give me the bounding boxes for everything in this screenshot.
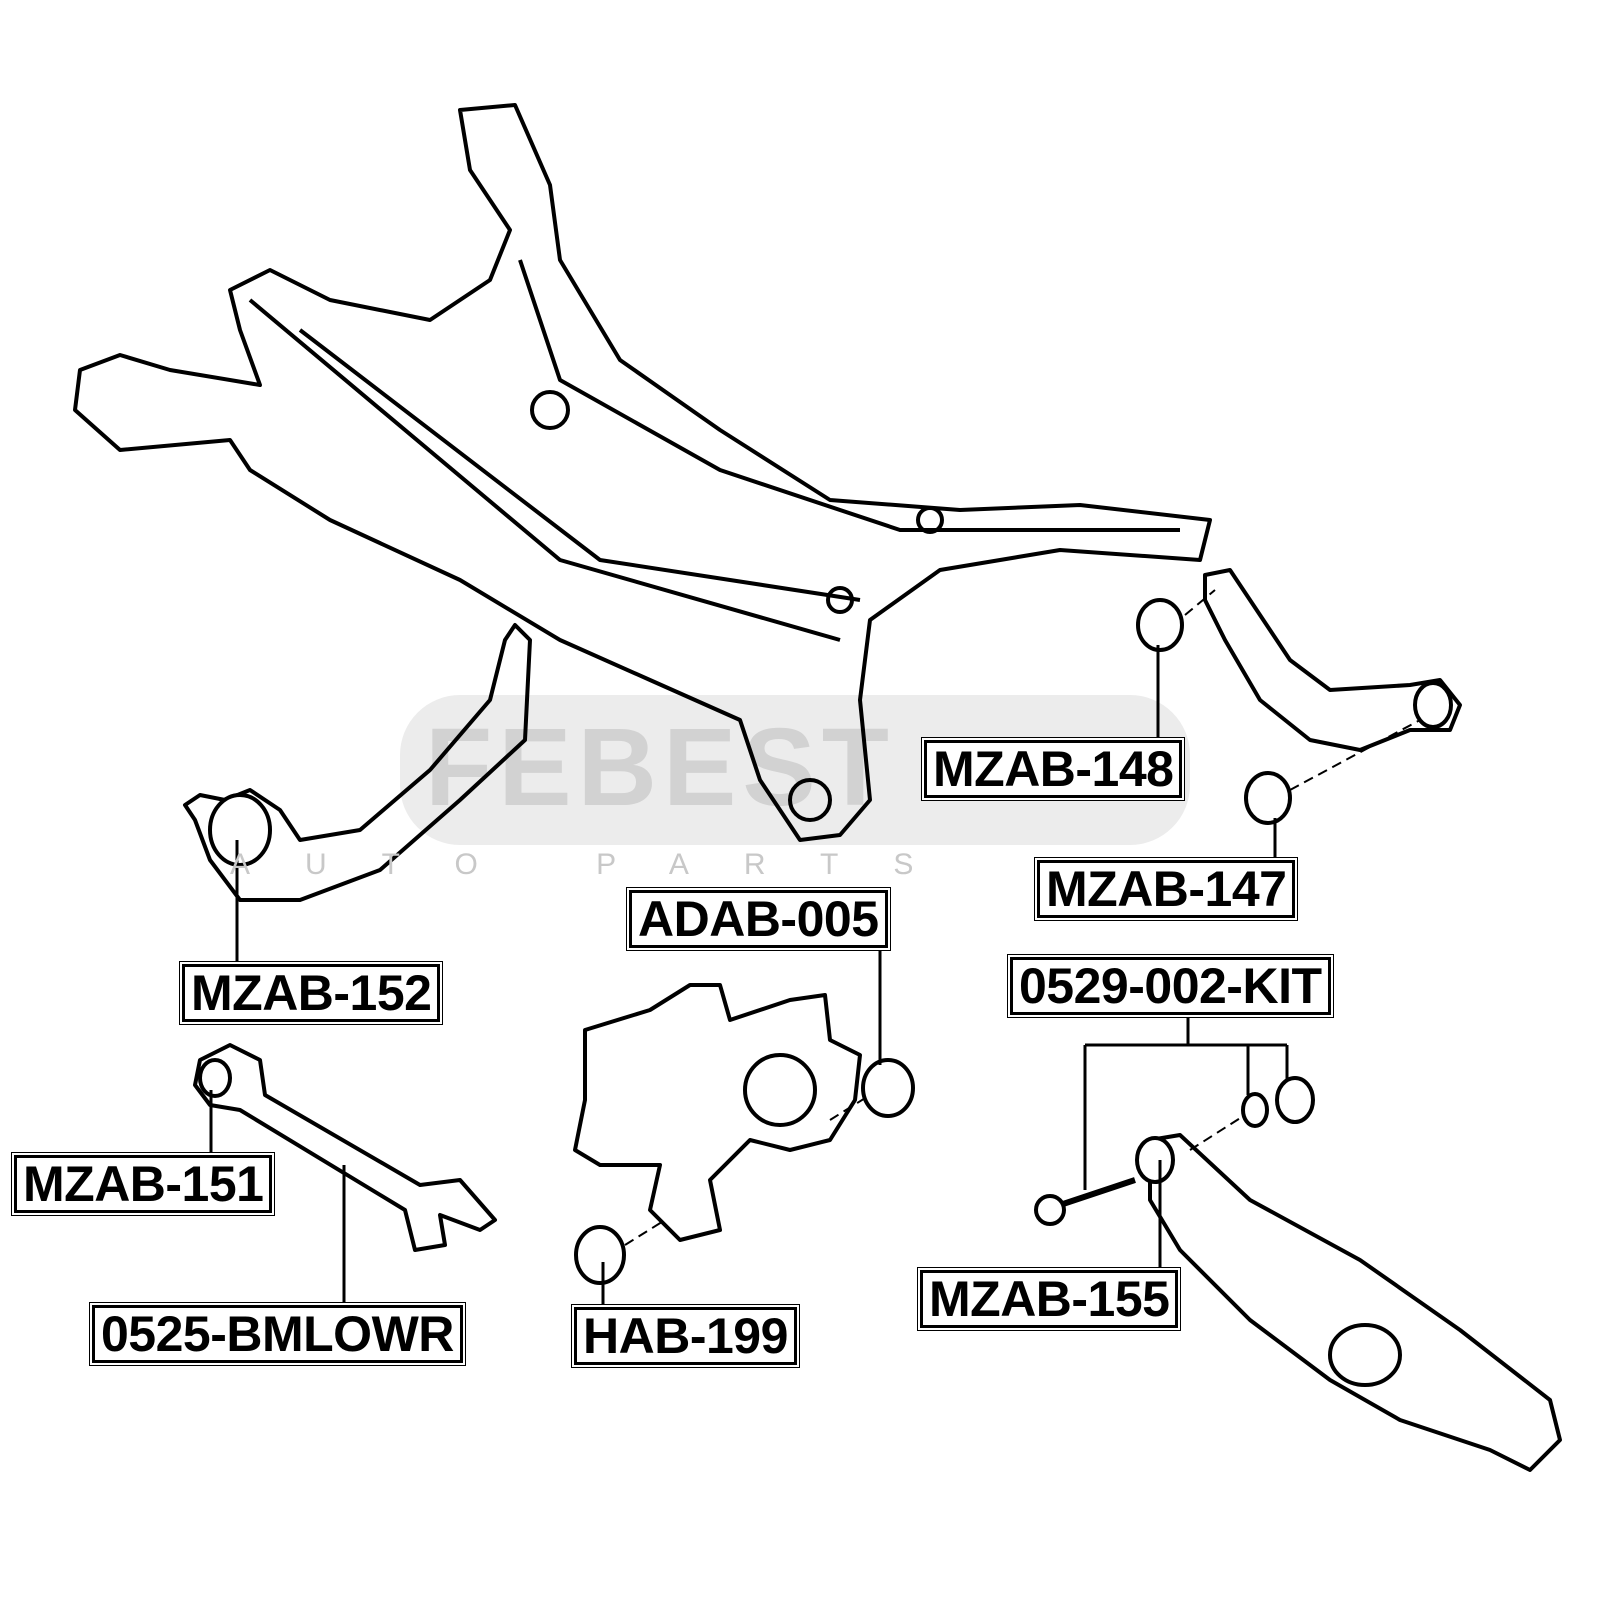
upper-arm <box>1203 568 1462 752</box>
lower-control-arm <box>1148 1133 1562 1472</box>
watermark-banner <box>400 695 1190 845</box>
part-label-mzab-148: MZAB-148 <box>924 740 1183 798</box>
part-label-mzab-155: MZAB-155 <box>920 1270 1179 1328</box>
part-label-hab-199: HAB-199 <box>574 1307 797 1365</box>
part-label-mzab-152: MZAB-152 <box>182 964 441 1022</box>
part-label-0529-002-kit: 0529-002-KIT <box>1010 957 1331 1015</box>
trailing-arm <box>183 623 532 902</box>
part-label-mzab-147: MZAB-147 <box>1037 860 1296 918</box>
watermark-brand: FEBEST <box>425 706 895 829</box>
part-label-adab-005: ADAB-005 <box>629 890 888 948</box>
part-label-0525-bmlowr: 0525-BMLOWR <box>92 1305 463 1363</box>
lateral-link <box>193 1043 497 1252</box>
knuckle <box>573 983 862 1242</box>
part-label-mzab-151: MZAB-151 <box>14 1155 273 1213</box>
watermark-tagline: AUTO PARTS <box>230 848 969 881</box>
leader-lines <box>209 645 1289 1307</box>
subframe <box>73 103 1212 842</box>
